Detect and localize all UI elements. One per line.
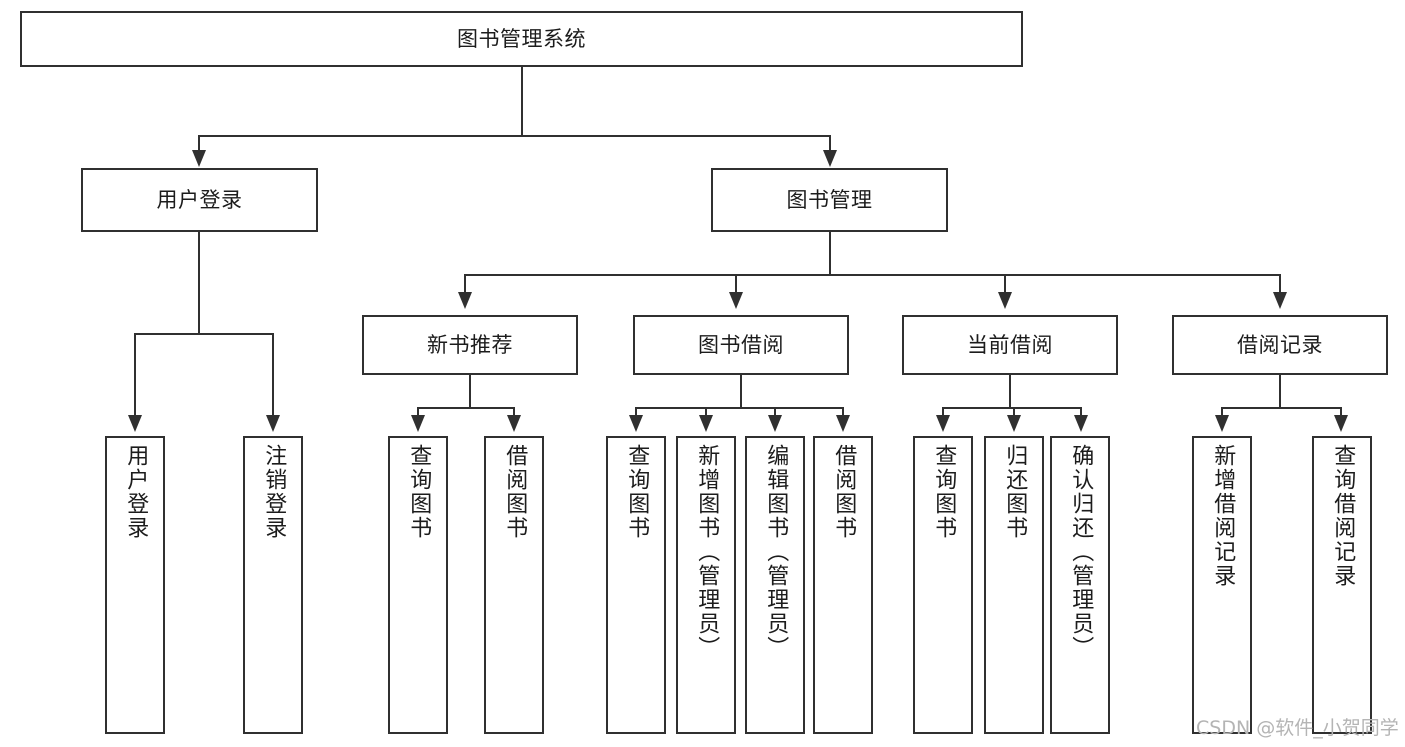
connector-current-borrow-bus — [942, 407, 1081, 409]
node-label: 当前借阅 — [967, 332, 1053, 357]
connector-borrow-record-stem — [1279, 375, 1281, 409]
connector-book-borrow-branch-4 — [842, 407, 844, 417]
node-current-borrowing[interactable]: 当前借阅 — [902, 315, 1118, 375]
arrowhead-current-borrow — [998, 292, 1012, 309]
leaf-label: 查询图书 — [406, 444, 432, 540]
leaf-label: 确认归还（管理员） — [1068, 444, 1094, 660]
connector-root-to-user-login — [198, 135, 200, 153]
connector-user-login-stem — [198, 232, 200, 334]
connector-book-borrow-bus — [635, 407, 843, 409]
node-label: 借阅记录 — [1237, 332, 1323, 357]
leaf-label: 新增借阅记录 — [1210, 444, 1236, 588]
connector-book-mgmt-branch-3 — [1004, 274, 1006, 294]
leaf-logout[interactable]: 注销登录 — [243, 436, 303, 734]
node-label: 图书管理 — [786, 187, 873, 212]
arrowhead-leaf-logout — [266, 415, 280, 432]
leaf-return-book[interactable]: 归还图书 — [984, 436, 1044, 734]
node-new-book-recommendation[interactable]: 新书推荐 — [362, 315, 578, 375]
leaf-query-book-current[interactable]: 查询图书 — [913, 436, 973, 734]
connector-user-login-branch-2 — [272, 333, 274, 417]
arrowhead-leaf-user-login — [128, 415, 142, 432]
arrowhead-leaf-confirm-return — [1074, 415, 1088, 432]
arrowhead-leaf-query-book-3 — [936, 415, 950, 432]
leaf-label: 借阅图书 — [502, 444, 528, 540]
arrowhead-leaf-query-record — [1334, 415, 1348, 432]
arrowhead-borrow-record — [1273, 292, 1287, 309]
leaf-label: 查询图书 — [624, 444, 650, 540]
leaf-label: 归还图书 — [1002, 444, 1028, 540]
connector-root-stem — [521, 67, 523, 135]
connector-book-borrow-branch-1 — [635, 407, 637, 417]
arrowhead-new-book-rec — [458, 292, 472, 309]
leaf-label: 查询图书 — [931, 444, 957, 540]
leaf-user-login[interactable]: 用户登录 — [105, 436, 165, 734]
connector-book-borrow-branch-2 — [705, 407, 707, 417]
node-label: 新书推荐 — [427, 332, 513, 357]
connector-new-book-rec-stem — [469, 375, 471, 409]
connector-book-mgmt-stem — [829, 232, 831, 276]
connector-current-borrow-branch-3 — [1080, 407, 1082, 417]
leaf-edit-book-admin[interactable]: 编辑图书（管理员） — [745, 436, 805, 734]
leaf-label: 注销登录 — [261, 444, 287, 540]
arrowhead-leaf-borrow-book-2 — [836, 415, 850, 432]
arrowhead-leaf-add-record — [1215, 415, 1229, 432]
arrowhead-book-borrow — [729, 292, 743, 309]
leaf-query-borrow-record[interactable]: 查询借阅记录 — [1312, 436, 1372, 734]
connector-borrow-record-bus — [1221, 407, 1341, 409]
leaf-label: 编辑图书（管理员） — [763, 444, 789, 660]
leaf-query-book-rec[interactable]: 查询图书 — [388, 436, 448, 734]
connector-current-borrow-stem — [1009, 375, 1011, 409]
node-label: 图书借阅 — [698, 332, 784, 357]
leaf-label: 借阅图书 — [831, 444, 857, 540]
arrowhead-leaf-add-book — [699, 415, 713, 432]
node-user-login[interactable]: 用户登录 — [81, 168, 318, 232]
connector-new-book-rec-branch-2 — [513, 407, 515, 417]
arrowhead-root-to-user-login — [192, 150, 206, 167]
arrowhead-leaf-edit-book — [768, 415, 782, 432]
connector-root-bus — [198, 135, 830, 137]
leaf-borrow-book[interactable]: 借阅图书 — [813, 436, 873, 734]
connector-new-book-rec-bus — [417, 407, 514, 409]
leaf-borrow-book-rec[interactable]: 借阅图书 — [484, 436, 544, 734]
arrowhead-leaf-query-book-2 — [629, 415, 643, 432]
arrowhead-leaf-return-book — [1007, 415, 1021, 432]
node-book-borrowing[interactable]: 图书借阅 — [633, 315, 849, 375]
connector-user-login-bus — [134, 333, 272, 335]
arrowhead-leaf-borrow-book-1 — [507, 415, 521, 432]
connector-book-mgmt-bus — [464, 274, 1280, 276]
connector-book-mgmt-branch-1 — [464, 274, 466, 294]
connector-book-borrow-stem — [740, 375, 742, 409]
leaf-label: 用户登录 — [123, 444, 149, 540]
leaf-confirm-return-admin[interactable]: 确认归还（管理员） — [1050, 436, 1110, 734]
connector-borrow-record-branch-2 — [1340, 407, 1342, 417]
connector-current-borrow-branch-1 — [942, 407, 944, 417]
node-book-management[interactable]: 图书管理 — [711, 168, 948, 232]
node-label: 用户登录 — [156, 187, 243, 212]
connector-book-borrow-branch-3 — [774, 407, 776, 417]
leaf-add-borrow-record[interactable]: 新增借阅记录 — [1192, 436, 1252, 734]
leaf-label: 新增图书（管理员） — [694, 444, 720, 660]
leaf-add-book-admin[interactable]: 新增图书（管理员） — [676, 436, 736, 734]
node-root[interactable]: 图书管理系统 — [20, 11, 1023, 67]
node-borrowing-records[interactable]: 借阅记录 — [1172, 315, 1388, 375]
arrowhead-root-to-book-mgmt — [823, 150, 837, 167]
watermark: CSDN @软件_小贺同学 — [1196, 717, 1399, 739]
leaf-query-book-borrow[interactable]: 查询图书 — [606, 436, 666, 734]
connector-borrow-record-branch-1 — [1221, 407, 1223, 417]
connector-current-borrow-branch-2 — [1013, 407, 1015, 417]
leaf-label: 查询借阅记录 — [1330, 444, 1356, 588]
arrowhead-leaf-query-book-1 — [411, 415, 425, 432]
connector-user-login-branch-1 — [134, 333, 136, 417]
connector-book-mgmt-branch-4 — [1279, 274, 1281, 294]
connector-new-book-rec-branch-1 — [417, 407, 419, 417]
connector-book-mgmt-branch-2 — [735, 274, 737, 294]
node-label: 图书管理系统 — [457, 26, 586, 51]
connector-root-to-book-mgmt — [829, 135, 831, 153]
